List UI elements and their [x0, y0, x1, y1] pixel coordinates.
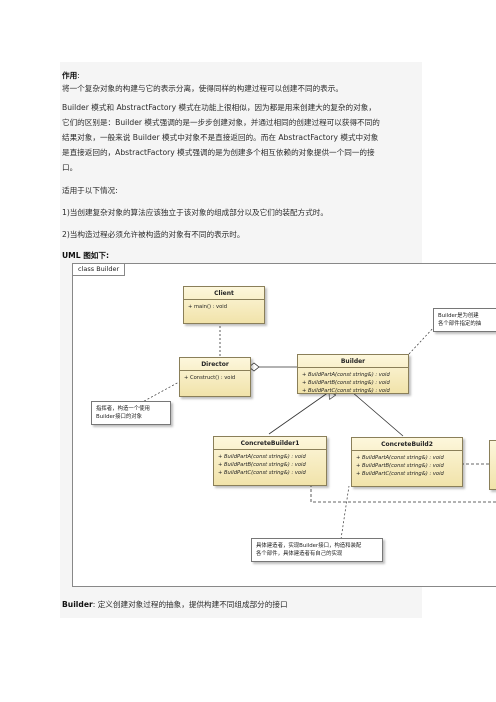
- compare-line-2: 它们的区别是：Builder 模式强调的是一步步创建对象，并通过相同的创建过程可…: [62, 118, 380, 127]
- note-director: 指挥者，构造一个使用 Builder接口的对象: [91, 401, 171, 425]
- note-concrete-link: [340, 485, 350, 540]
- note-concrete-builder: 具体建造者，实现Builder接口，构造和装配 各个部件，具体建造者有自己的实现: [251, 538, 383, 562]
- class-director: Director + Construct() : void: [179, 357, 251, 397]
- compare-line-3: 结果对象，一般来说 Builder 模式中对象不是直接返回的。而在 Abstra…: [62, 133, 379, 142]
- purpose-line: 作用:: [62, 71, 80, 80]
- class-concrete-builder-1: ConcreteBuilder1 + BuildPartA(const stri…: [213, 436, 327, 486]
- uml-frame-label: class Builder: [73, 264, 126, 276]
- builder-definition-text: : 定义创建对象过程的抽象，提供构建不同组成部分的接口: [92, 600, 288, 609]
- uml-heading: UML 图如下:: [62, 251, 110, 260]
- uml-connectors: [136, 322, 496, 540]
- purpose-text: 将一个复杂对象的构建与它的表示分离，使得同样的构建过程可以创建不同的表示。: [62, 84, 343, 93]
- note-builder-link: [408, 325, 436, 355]
- compare-line-4: 是直接返回的，AbstractFactory 模式强调的是为创建多个相互依赖的对…: [62, 148, 375, 157]
- uml-diagram: class Builder Client + main() : void Dir…: [72, 263, 496, 587]
- usage-title: 适用于以下情况:: [62, 186, 118, 195]
- usage-item-1: 1)当创建复杂对象的算法应该独立于该对象的组成部分以及它们的装配方式时。: [62, 208, 328, 217]
- usage-item-2: 2)当构造过程必须允许被构造的对象有不同的表示时。: [62, 230, 245, 239]
- purpose-heading: 作用: [62, 71, 78, 80]
- note-builder: Builder是为创建 各个部件指定的抽: [433, 308, 496, 332]
- class-product-partial: [489, 440, 496, 490]
- builder-definition-label: Builder: [62, 600, 93, 609]
- builder-definition: Builder: 定义创建对象过程的抽象，提供构建不同组成部分的接口: [62, 598, 422, 612]
- cb1-inherits-builder: [268, 392, 329, 435]
- class-concrete-builder-2: ConcreteBuild2 + BuildPartA(const string…: [351, 437, 463, 487]
- compare-line-5: 口。: [62, 163, 78, 172]
- class-client: Client + main() : void: [183, 286, 265, 324]
- cb2-inherits-builder: [352, 392, 404, 437]
- compare-line-1: Builder 模式和 AbstractFactory 模式在功能上很相似，因为…: [62, 103, 376, 112]
- class-builder: Builder + BuildPartA(const string&) : vo…: [297, 354, 409, 394]
- cb1-product-link: [310, 484, 496, 503]
